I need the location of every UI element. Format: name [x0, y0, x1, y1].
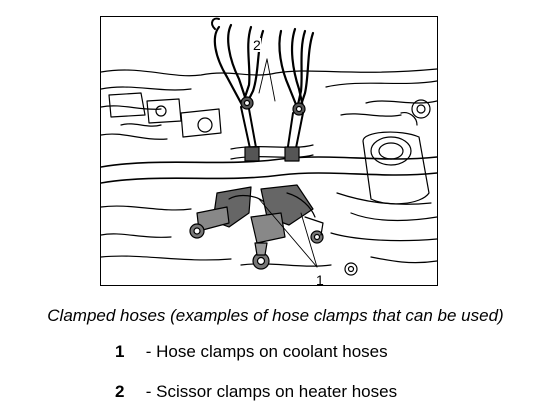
- callout-label-2: 2: [253, 37, 261, 53]
- legend-item-1: 1 - Hose clamps on coolant hoses: [115, 342, 388, 362]
- engine-bay-illustration: 2 1: [100, 16, 438, 286]
- legend-number: 2: [115, 382, 125, 401]
- legend-description: - Scissor clamps on heater hoses: [145, 382, 398, 401]
- legend-number: 1: [115, 342, 125, 361]
- callout-label-1: 1: [316, 272, 324, 286]
- figure-caption: Clamped hoses (examples of hose clamps t…: [47, 306, 504, 325]
- engine-bay-line-drawing: [101, 17, 437, 276]
- legend-item-2: 2 - Scissor clamps on heater hoses: [115, 382, 397, 402]
- legend-description: - Hose clamps on coolant hoses: [145, 342, 388, 361]
